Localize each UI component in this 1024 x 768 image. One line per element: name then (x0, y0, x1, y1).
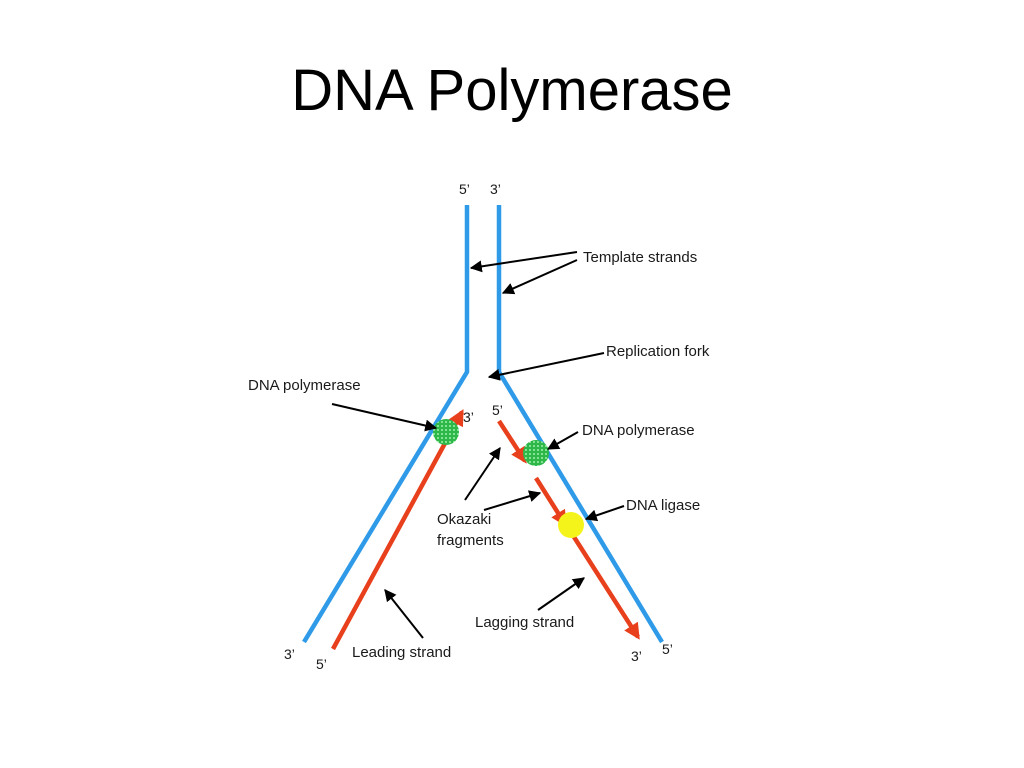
arrow-okazaki-1 (464, 447, 501, 501)
label-leading-strand: Leading strand (352, 644, 451, 661)
end-label-leading-top: 3’ (463, 409, 474, 425)
template-strand-left (302, 205, 470, 644)
arrow-dna-polymerase-right (546, 431, 579, 450)
okazaki-fragment-2 (534, 476, 567, 527)
arrow-replication-fork (487, 352, 605, 381)
label-lagging-strand: Lagging strand (475, 614, 574, 631)
label-dna-polymerase-left: DNA polymerase (248, 377, 361, 394)
end-label-bottom-right-lagging: 3’ (631, 648, 642, 664)
end-label-top-right: 3’ (490, 181, 501, 197)
arrow-template-1 (469, 251, 578, 273)
arrow-dna-polymerase-left (331, 403, 438, 432)
end-label-bottom-left-template: 3’ (284, 646, 295, 662)
label-dna-polymerase-right: DNA polymerase (582, 422, 695, 439)
end-label-lagging-top: 5’ (492, 402, 503, 418)
end-label-top-left: 5’ (459, 181, 470, 197)
label-replication-fork: Replication fork (606, 343, 710, 360)
end-label-bottom-right-template: 5’ (662, 641, 673, 657)
dna-polymerase-right-blob (523, 440, 549, 466)
arrow-lagging-strand (537, 577, 585, 611)
label-okazaki-line1: Okazaki (437, 511, 491, 528)
label-okazaki-line2: fragments (437, 532, 504, 549)
dna-polymerase-left-blob (433, 419, 459, 445)
dna-ligase-blob (558, 512, 584, 538)
label-template-strands: Template strands (583, 249, 697, 266)
okazaki-fragment-3 (572, 535, 640, 640)
slide-title: DNA Polymerase (291, 58, 733, 123)
end-label-bottom-left-leading: 5’ (316, 656, 327, 672)
arrow-okazaki-2 (483, 490, 542, 511)
arrow-dna-ligase (584, 505, 625, 522)
label-dna-ligase: DNA ligase (626, 497, 700, 514)
okazaki-fragment-1 (497, 419, 527, 464)
arrow-leading-strand (384, 589, 424, 639)
leading-strand (331, 409, 464, 651)
arrow-template-2 (501, 259, 578, 295)
